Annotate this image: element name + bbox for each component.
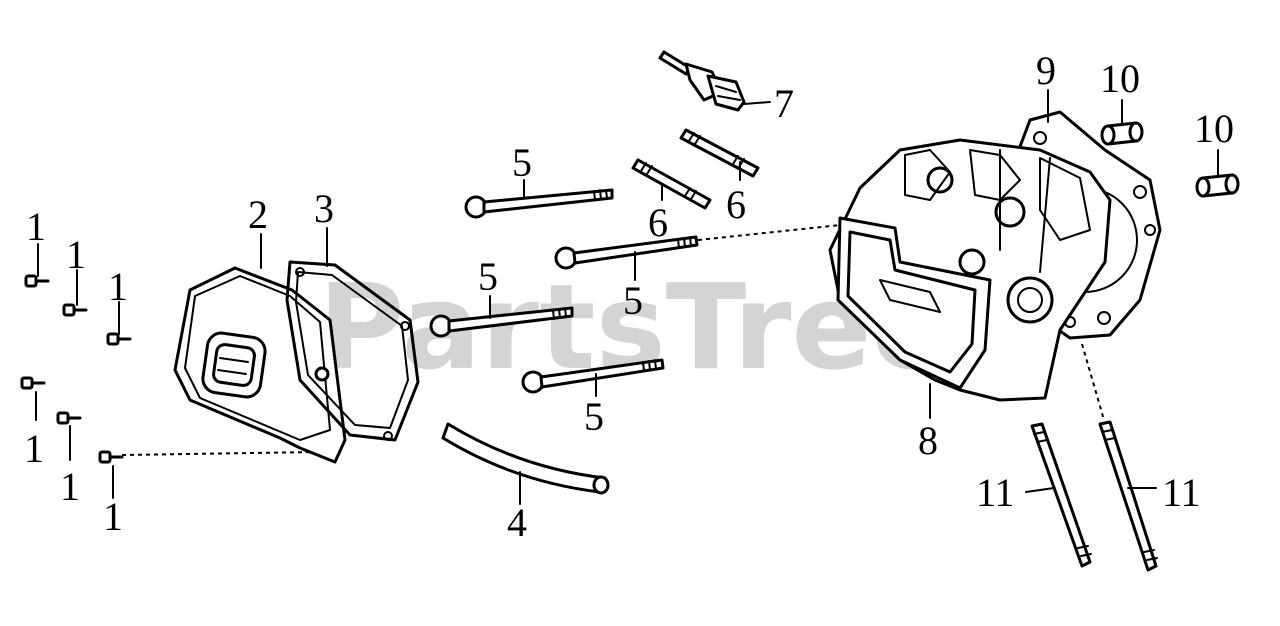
part-8-cylinder-head[interactable] [828, 138, 1112, 402]
callout-9: 9 [1036, 48, 1056, 93]
part-2-valve-cover[interactable] [173, 266, 347, 464]
part-4-breather-tube[interactable] [441, 422, 610, 495]
bolt-1f[interactable] [98, 450, 124, 464]
callout-1e: 1 [60, 464, 80, 509]
part-6-studs[interactable] [631, 128, 760, 210]
callout-5c: 5 [478, 254, 498, 299]
bolt-alignment-dashed-line [121, 451, 319, 456]
stud-dashed-line [1081, 343, 1105, 421]
callout-labels: 1 1 1 1 1 1 2 3 4 5 5 5 5 6 6 7 8 9 10 1… [24, 48, 1234, 545]
callout-7: 7 [774, 81, 794, 126]
callout-1f: 1 [103, 494, 123, 539]
head-bolt-5c[interactable] [429, 306, 574, 338]
callout-5d: 5 [584, 394, 604, 439]
callout-11b: 11 [1162, 470, 1201, 515]
bolt-1a[interactable] [24, 274, 50, 288]
callout-1d: 1 [24, 426, 44, 471]
callout-11a: 11 [976, 470, 1015, 515]
part-11-long-studs[interactable] [1030, 420, 1158, 572]
stud-6a[interactable] [631, 158, 712, 210]
part-5-head-bolts[interactable] [429, 188, 699, 394]
part-10-dowel-pins[interactable] [1100, 121, 1240, 198]
callout-1a: 1 [26, 204, 46, 249]
callout-10a: 10 [1100, 56, 1140, 101]
callout-3: 3 [314, 186, 334, 231]
part-7-spark-plug[interactable] [658, 50, 746, 112]
head-bolt-5a[interactable] [464, 188, 614, 219]
bolt-1b[interactable] [62, 303, 88, 317]
head-bolt-dashed-line [697, 223, 851, 241]
callout-6b: 6 [726, 182, 746, 227]
callout-4: 4 [507, 500, 527, 545]
callout-1b: 1 [66, 232, 86, 277]
dowel-pin-10b[interactable] [1195, 173, 1240, 198]
callout-6a: 6 [648, 200, 668, 245]
dowel-pin-10a[interactable] [1100, 121, 1144, 146]
stud-6b[interactable] [679, 128, 760, 178]
head-bolt-5b[interactable] [554, 235, 699, 270]
long-stud-11a[interactable] [1030, 422, 1092, 568]
bolt-1d[interactable] [20, 376, 46, 390]
long-stud-11b[interactable] [1098, 420, 1158, 572]
callout-8: 8 [918, 418, 938, 463]
callout-1c: 1 [108, 264, 128, 309]
head-bolt-5d[interactable] [521, 358, 665, 394]
callout-5a: 5 [512, 140, 532, 185]
part-1-bolts[interactable] [20, 274, 132, 464]
callout-10b: 10 [1194, 106, 1234, 151]
part-3-gasket[interactable] [285, 260, 420, 442]
callout-5b: 5 [623, 278, 643, 323]
bolt-1c[interactable] [106, 332, 132, 346]
callout-2: 2 [248, 192, 268, 237]
bolt-1e[interactable] [56, 411, 82, 425]
